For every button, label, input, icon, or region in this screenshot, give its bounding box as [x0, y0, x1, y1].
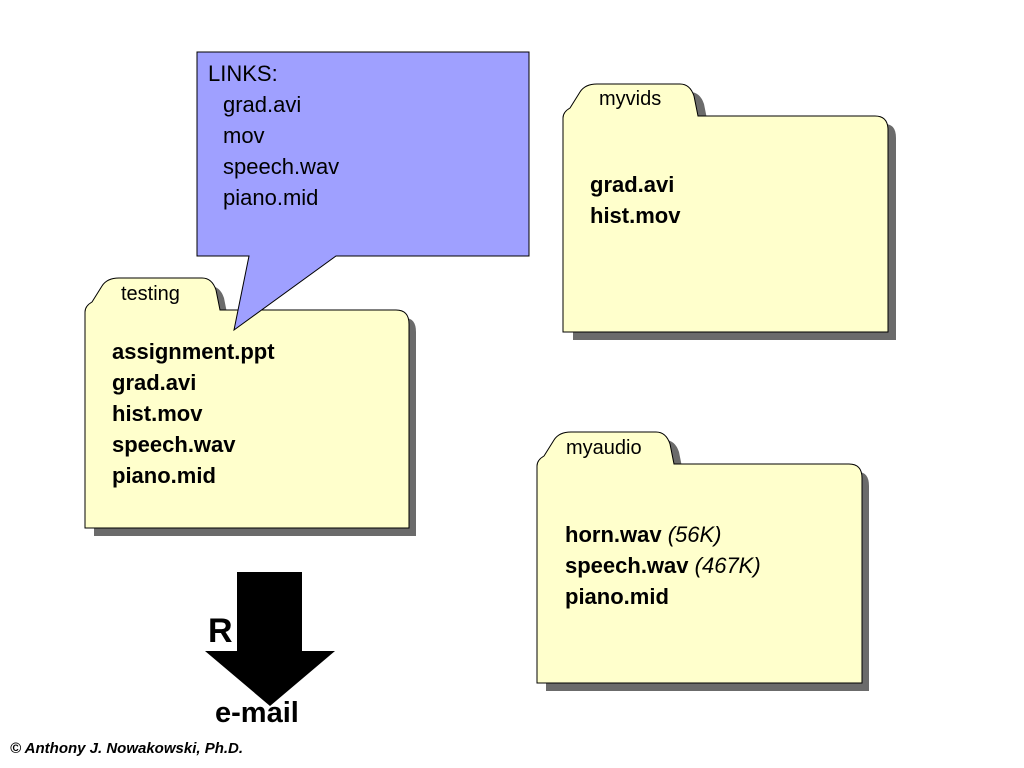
list-item: grad.avi: [112, 367, 275, 398]
file-name: horn.wav: [565, 522, 662, 547]
folder-testing-tab-label: testing: [121, 283, 180, 305]
down-arrow-icon: [205, 572, 335, 706]
folder-myaudio: [536, 431, 869, 691]
folder-myaudio-file-list: horn.wav (56K) speech.wav (467K) piano.m…: [565, 519, 761, 612]
folder-myvids: [562, 83, 896, 340]
folder-myvids-file-list: grad.avi hist.mov: [590, 169, 680, 231]
file-name: piano.mid: [112, 463, 216, 488]
links-callout: [196, 51, 530, 332]
folder-testing-file-list: assignment.ppt grad.avi hist.mov speech.…: [112, 336, 275, 491]
folder-testing: [84, 277, 416, 536]
list-item: speech.wav (467K): [565, 550, 761, 581]
list-item: hist.mov: [590, 200, 680, 231]
email-label: e-mail: [215, 697, 299, 729]
file-name: piano.mid: [565, 584, 669, 609]
arrow-partial-text: R: [208, 612, 233, 650]
list-item: piano.mid: [112, 460, 275, 491]
list-item: assignment.ppt: [112, 336, 275, 367]
file-name: assignment.ppt: [112, 339, 275, 364]
list-item: piano.mid: [565, 581, 761, 612]
file-name: speech.wav: [112, 432, 236, 457]
list-item: grad.avi: [590, 169, 680, 200]
file-name: hist.mov: [112, 401, 203, 426]
file-name: speech.wav: [565, 553, 689, 578]
folder-myaudio-tab-label: myaudio: [566, 437, 642, 459]
file-size: (467K): [694, 553, 761, 578]
list-item: horn.wav (56K): [565, 519, 761, 550]
folder-myvids-tab-label: myvids: [599, 88, 662, 110]
folder-myvids-body: [562, 83, 889, 333]
link-item-mov: mov: [223, 123, 265, 148]
list-item: hist.mov: [112, 398, 275, 429]
link-item-speech-wav: speech.wav: [223, 154, 340, 179]
list-item: speech.wav: [112, 429, 275, 460]
links-title: LINKS:: [208, 61, 278, 86]
file-name: grad.avi: [590, 172, 675, 197]
folder-myaudio-body: [536, 431, 863, 684]
links-callout-text: LINKS: grad.avi mov speech.wav piano.mid: [208, 58, 339, 213]
file-size: (56K): [667, 522, 722, 547]
folder-testing-body: [84, 277, 410, 529]
link-item-piano-mid: piano.mid: [223, 185, 319, 210]
file-name: grad.avi: [112, 370, 197, 395]
copyright-notice: © Anthony J. Nowakowski, Ph.D.: [10, 740, 244, 757]
file-name: hist.mov: [590, 203, 681, 228]
link-item-grad-avi: grad.avi: [223, 92, 302, 117]
